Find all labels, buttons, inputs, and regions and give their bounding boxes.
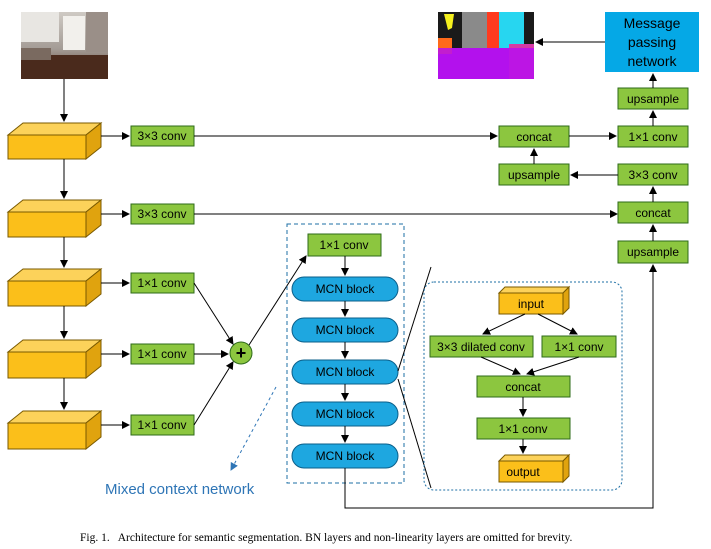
detail-concat: concat	[476, 375, 571, 398]
conv1x1-level3: 1×1 conv	[130, 272, 195, 294]
svg-text:output: output	[506, 465, 540, 479]
decoder-upsample-right: upsample	[617, 240, 689, 264]
decoder-concat-top: concat	[498, 125, 570, 148]
svg-text:1×1 conv: 1×1 conv	[137, 347, 186, 361]
svg-text:concat: concat	[516, 130, 552, 144]
svg-text:MCN block: MCN block	[316, 365, 376, 379]
svg-text:1×1 conv: 1×1 conv	[137, 276, 186, 290]
svg-text:MCN block: MCN block	[316, 323, 376, 337]
svg-text:input: input	[518, 297, 545, 311]
encoder-block-4	[6, 338, 103, 380]
svg-text:1×1 conv: 1×1 conv	[498, 422, 547, 436]
svg-text:concat: concat	[635, 206, 671, 220]
svg-text:Message: Message	[624, 15, 681, 31]
decoder-concat-right: concat	[617, 201, 689, 224]
conv1x1-level4: 1×1 conv	[130, 343, 195, 365]
svg-text:3×3 conv: 3×3 conv	[628, 168, 677, 182]
input-image	[21, 12, 108, 79]
encoder-block-5	[6, 409, 103, 451]
mcn-conv1x1: 1×1 conv	[307, 233, 382, 257]
svg-text:+: +	[236, 343, 247, 363]
svg-text:1×1 conv: 1×1 conv	[319, 238, 368, 252]
mcn-detail-frame	[423, 281, 623, 491]
svg-text:1×1 conv: 1×1 conv	[137, 418, 186, 432]
encoder-block-1	[6, 121, 103, 161]
svg-text:upsample: upsample	[627, 245, 679, 259]
decoder-upsample-mid: upsample	[498, 163, 570, 186]
conv3x3-level2: 3×3 conv	[130, 203, 195, 225]
figure-caption: Fig. 1. Architecture for semantic segmen…	[80, 532, 572, 544]
sum-node: +	[229, 341, 253, 365]
encoder-block-3	[6, 267, 103, 308]
segmentation-output-image	[438, 12, 534, 79]
svg-text:upsample: upsample	[508, 168, 560, 182]
svg-text:3×3 dilated conv: 3×3 dilated conv	[437, 340, 525, 354]
conv1x1-level5: 1×1 conv	[130, 414, 195, 436]
conv3x3-level1: 3×3 conv	[130, 125, 195, 147]
svg-text:3×3 conv: 3×3 conv	[137, 129, 186, 143]
svg-text:1×1 conv: 1×1 conv	[554, 340, 603, 354]
encoder-block-2	[6, 198, 103, 239]
svg-text:MCN block: MCN block	[316, 282, 376, 296]
svg-text:network: network	[627, 53, 677, 69]
decoder-conv3x3-right: 3×3 conv	[617, 163, 689, 186]
svg-text:1×1 conv: 1×1 conv	[628, 130, 677, 144]
mcn-block-5: MCN block	[291, 443, 399, 469]
detail-conv1x1: 1×1 conv	[541, 335, 617, 358]
decoder-conv1x1-top: 1×1 conv	[617, 125, 689, 148]
mixed-context-label: Mixed context network	[105, 481, 255, 498]
mcn-block-3: MCN block	[291, 359, 399, 385]
detail-output: output	[497, 453, 571, 484]
svg-text:concat: concat	[505, 380, 541, 394]
svg-text:3×3 conv: 3×3 conv	[137, 207, 186, 221]
detail-dilated-conv: 3×3 dilated conv	[429, 335, 534, 358]
svg-text:upsample: upsample	[627, 92, 679, 106]
detail-conv1x1-b: 1×1 conv	[476, 417, 571, 440]
mcn-block-4: MCN block	[291, 401, 399, 427]
svg-text:passing: passing	[628, 34, 676, 50]
svg-text:MCN block: MCN block	[316, 407, 376, 421]
message-passing-network: Message passing network	[605, 12, 699, 72]
mcn-block-1: MCN block	[291, 276, 399, 302]
decoder-upsample-top: upsample	[617, 87, 689, 110]
mcn-block-2: MCN block	[291, 317, 399, 343]
svg-text:MCN block: MCN block	[316, 449, 376, 463]
detail-input: input	[497, 285, 571, 316]
